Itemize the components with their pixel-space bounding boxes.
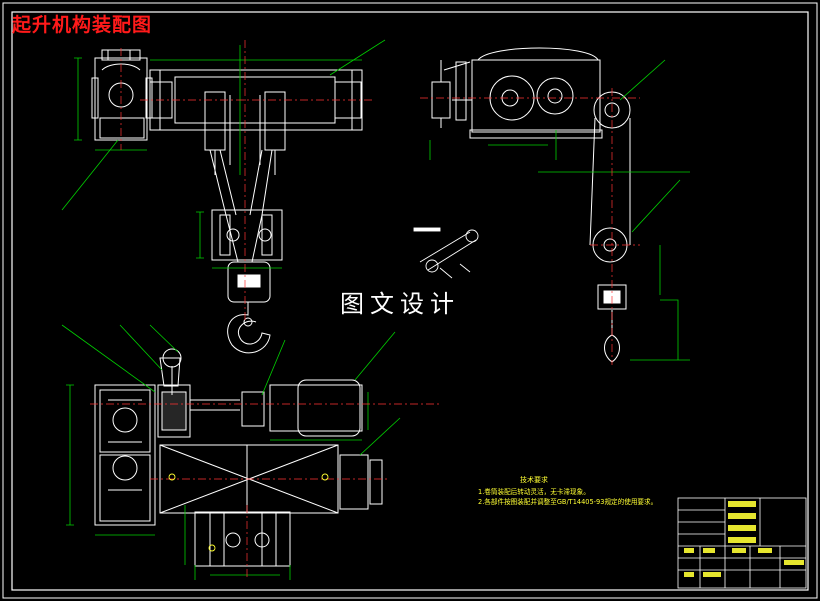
hook-block — [211, 209, 283, 354]
title-block-cells — [684, 501, 804, 577]
inner-border — [11, 11, 809, 591]
hook-block-dims — [196, 211, 282, 269]
top-right-centerlines — [420, 88, 640, 365]
tech-note-1: 1.卷筒装配后转动灵活，无卡滞现象。 — [478, 487, 590, 496]
bottom-centerlines — [90, 403, 440, 580]
brake-assembly — [431, 60, 472, 128]
drawing-title: 起升机构装配图 — [12, 14, 153, 36]
rope-sketch — [413, 227, 479, 279]
top-left-dims — [61, 39, 386, 211]
tech-note-2: 2.各部件按图装配并调整至GB/T14405-93规定的使用要求。 — [478, 497, 657, 506]
lever-linkage — [159, 348, 182, 395]
top-right-dims — [429, 59, 690, 361]
tech-notes-heading: 技术要求 — [520, 475, 548, 484]
top-centerlines — [120, 40, 375, 320]
title-block — [677, 497, 807, 589]
rope-lines — [209, 149, 273, 263]
bottom-left-dims — [61, 324, 401, 580]
hook-block-top-view — [194, 511, 291, 567]
parts-highlight — [168, 473, 329, 552]
drum-assembly — [149, 69, 363, 175]
watermark-text: 图文设计 — [340, 290, 460, 318]
motor-drive-train — [94, 379, 383, 526]
